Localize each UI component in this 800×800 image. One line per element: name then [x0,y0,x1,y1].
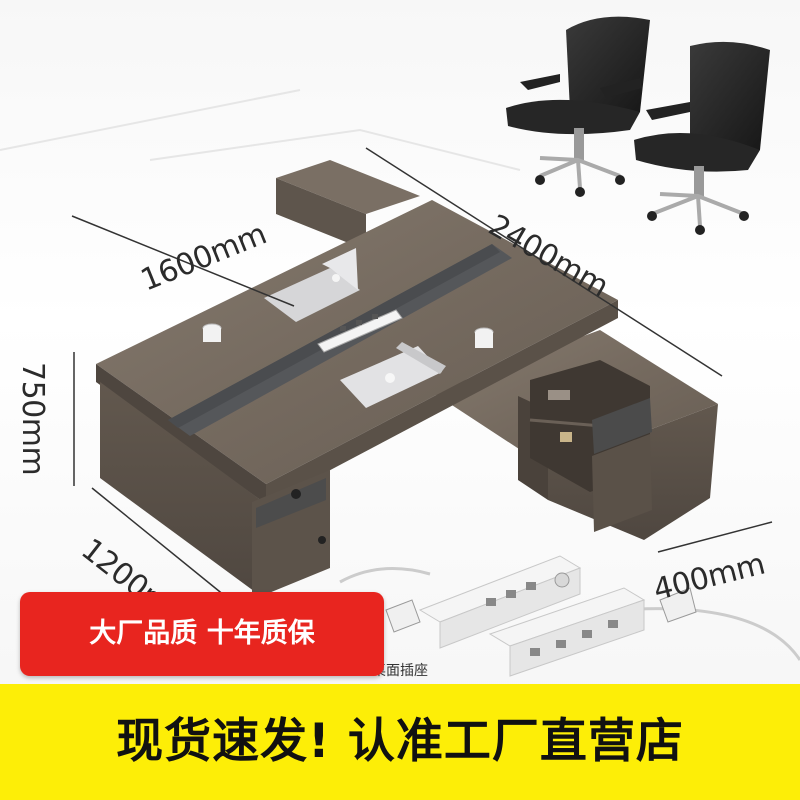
mug-right [474,327,494,348]
power-strip-left [339,555,582,649]
side-cabinet [432,330,718,540]
laptop-front [340,342,446,408]
mug-left [202,323,222,342]
power-strip-right [488,587,800,677]
desktop-socket [317,309,403,353]
room-lines [0,89,521,171]
quality-badge: 大厂品质 十年质保 [20,592,384,676]
promo-banner: 现货速发! 认准工厂直营店 [0,684,800,800]
promo-banner-text: 现货速发! 认准工厂直营店 [116,714,684,769]
office-chair-left [506,16,650,197]
socket-caption: 桌面插座 [372,663,428,679]
laptop-back [264,248,360,322]
dimension-arrows [71,147,773,601]
quality-badge-text: 大厂品质 十年质保 [89,618,315,649]
left-pedestal [100,382,330,600]
dimension-height-label: 750mm [15,362,50,476]
office-chair-right [634,41,770,235]
